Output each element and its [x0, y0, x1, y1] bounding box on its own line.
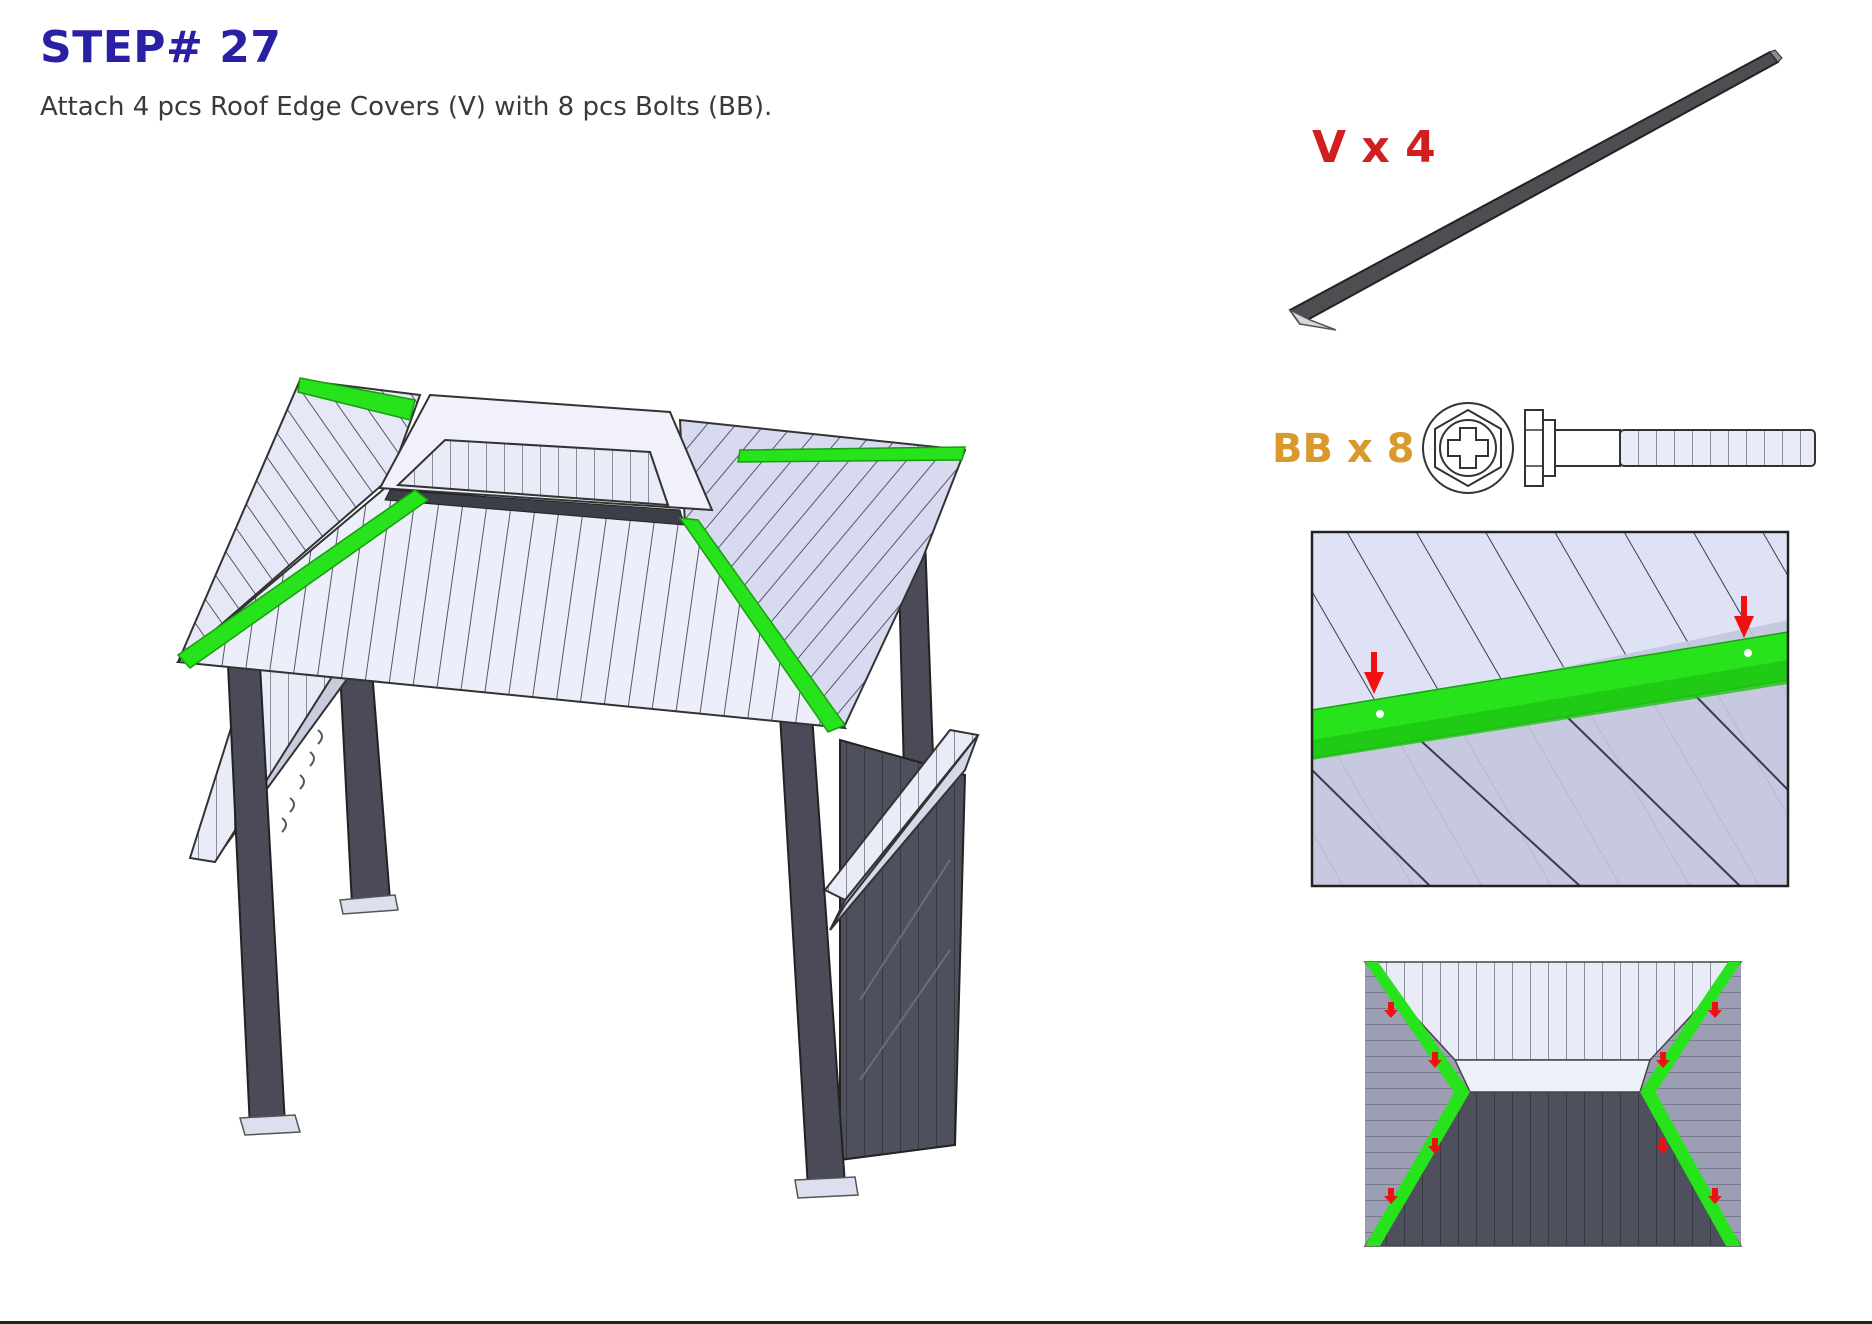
gazebo-illustration [178, 378, 978, 1198]
roof-edge-cover-highlight [738, 447, 965, 462]
top-view-panel [1365, 962, 1741, 1246]
post-base-back-left [340, 895, 398, 914]
bar-counter-right [825, 730, 978, 1160]
post-base-front-right [795, 1177, 858, 1198]
post-front-right [780, 715, 845, 1188]
part-v-roof-edge-cover [1290, 50, 1782, 330]
post-base-front-left [240, 1115, 300, 1135]
detail-closeup-panel [1312, 532, 1788, 886]
part-v-label: V x 4 [1312, 122, 1436, 173]
bolt-side-icon [1525, 410, 1815, 486]
post-back-left [340, 670, 390, 905]
part-bb-label: BB x 8 [1272, 426, 1414, 472]
bolt-head-icon [1423, 403, 1513, 493]
